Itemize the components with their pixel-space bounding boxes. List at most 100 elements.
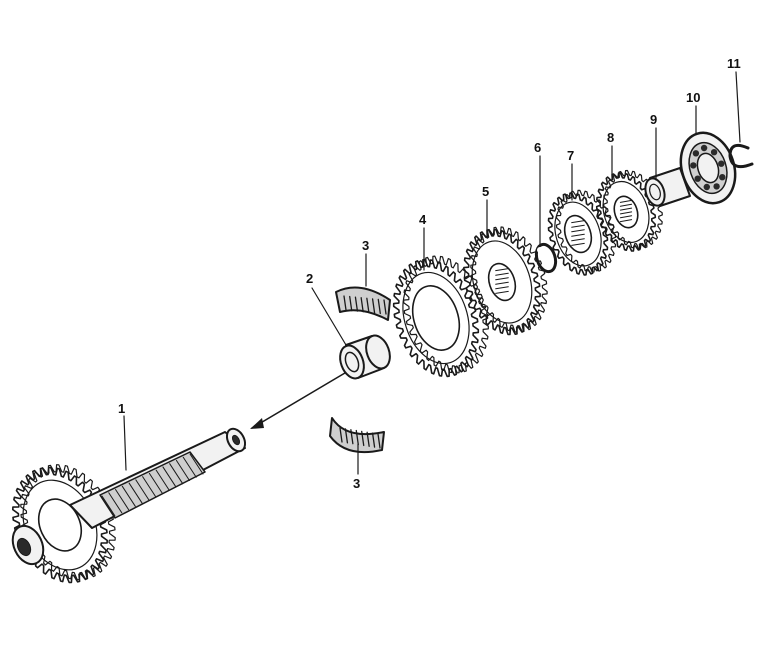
- bore-spline: [495, 272, 509, 276]
- bore-spline: [619, 207, 633, 211]
- bore-spline: [571, 220, 585, 224]
- spline-tooth: [189, 453, 204, 475]
- callout-6: 6: [534, 140, 541, 155]
- needle-roller: [360, 297, 364, 313]
- gear-back-face: [555, 189, 617, 273]
- needle-roller: [355, 429, 359, 446]
- gear-teeth: [392, 258, 480, 378]
- part-needle-bearing-upper: [335, 286, 391, 321]
- callout-3-upper: 3: [362, 238, 369, 253]
- needle-roller: [377, 298, 381, 315]
- gear-bore: [563, 214, 593, 254]
- bore-spline: [619, 215, 633, 219]
- needle-roller: [366, 297, 370, 313]
- shaft-splines: [101, 453, 204, 517]
- callout-7: 7: [567, 148, 574, 163]
- callout-8: 8: [607, 130, 614, 145]
- spline-tooth: [175, 459, 190, 481]
- needle-roller: [361, 430, 365, 447]
- bearing-ball: [700, 144, 708, 152]
- bore-spline: [571, 224, 585, 228]
- needle-roller: [371, 432, 376, 448]
- bore-spline: [619, 219, 633, 223]
- callout-5: 5: [482, 184, 489, 199]
- spline-tooth: [142, 476, 157, 498]
- gear-bore: [37, 498, 83, 552]
- gear-teeth: [595, 172, 657, 252]
- bore-spline: [619, 211, 633, 215]
- callout-3-lower: 3: [353, 476, 360, 491]
- spline-tooth: [108, 492, 123, 514]
- gear-back-face: [403, 255, 489, 374]
- bearing-ball: [718, 160, 725, 167]
- bearing-ball: [719, 174, 726, 181]
- spline-tooth: [148, 472, 163, 494]
- bore-spline: [571, 242, 585, 246]
- gear-teeth: [463, 228, 541, 336]
- spline-tooth: [162, 466, 177, 488]
- spline-tooth: [169, 463, 184, 485]
- part-circlip: [728, 143, 754, 169]
- bore-spline: [495, 268, 509, 272]
- part-gear-small-hub: [547, 189, 617, 276]
- needle-roller: [377, 433, 381, 449]
- assembly-arrow: [250, 369, 351, 429]
- bore-spline: [495, 290, 509, 294]
- spline-tooth: [182, 456, 197, 478]
- spline-tooth: [135, 479, 150, 501]
- callout-10: 10: [686, 90, 700, 105]
- bearing-ball: [694, 175, 701, 182]
- part-gear-medium: [463, 226, 548, 336]
- needle-roller: [350, 429, 354, 445]
- needle-roller: [349, 295, 353, 312]
- gear-web: [471, 240, 533, 324]
- callout-leaders: [123, 71, 741, 475]
- bearing-balls: [690, 144, 726, 191]
- callout-2: 2: [306, 271, 313, 286]
- needles-upper: [343, 295, 387, 315]
- gear-bore: [613, 195, 639, 229]
- part-shaft: [11, 427, 247, 584]
- bearing-ball: [710, 149, 718, 156]
- bearing-ball: [692, 150, 700, 157]
- bore-spline: [495, 277, 509, 281]
- gear-back-face: [470, 226, 548, 333]
- callout-1: 1: [118, 401, 125, 416]
- needle-roller: [371, 298, 376, 314]
- bearing-ball: [713, 183, 720, 190]
- needle-roller: [343, 295, 347, 311]
- gear-web: [602, 180, 650, 244]
- needles-lower: [339, 427, 381, 449]
- callout-11: 11: [727, 56, 741, 71]
- spline-tooth: [155, 469, 170, 491]
- bearing-ball: [690, 162, 697, 169]
- spline-tooth: [121, 485, 136, 507]
- part-gear-large: [392, 255, 489, 378]
- gear-web: [402, 271, 470, 365]
- needle-roller: [366, 431, 370, 447]
- gear-bore: [411, 285, 461, 351]
- part-spacer-sleeve: [644, 167, 691, 207]
- needle-roller: [339, 427, 343, 443]
- callout-9: 9: [650, 112, 657, 127]
- callout-4: 4: [419, 212, 427, 227]
- gear-teeth: [547, 192, 609, 276]
- needle-roller: [354, 296, 359, 312]
- part-bushing: [339, 334, 391, 380]
- callout-labels: 1 2 3 3 4 5 6 7 8 9 10 11: [118, 56, 741, 491]
- bore-spline: [495, 286, 509, 290]
- bore-spline: [619, 203, 633, 207]
- part-ball-bearing: [679, 131, 737, 205]
- bore-spline: [571, 238, 585, 242]
- gear-web: [554, 201, 602, 267]
- part-needle-bearing-lower: [329, 417, 385, 454]
- spline-tooth: [115, 489, 130, 511]
- bore-spline: [571, 229, 585, 233]
- bore-spline: [495, 281, 509, 285]
- needle-roller: [344, 428, 349, 444]
- gear-back-face: [603, 169, 663, 250]
- needle-roller: [383, 299, 387, 315]
- part-snap-ring: [534, 242, 558, 274]
- gear-bore: [487, 262, 517, 302]
